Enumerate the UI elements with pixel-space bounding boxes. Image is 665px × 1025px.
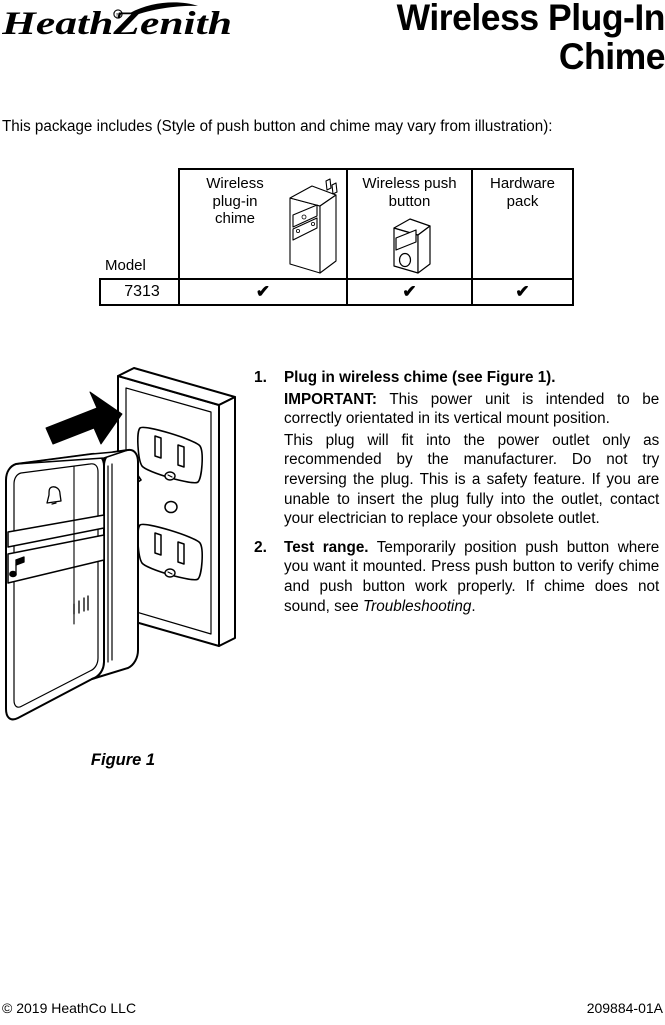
header-label-wireless-push-button: Wireless push button — [362, 175, 457, 210]
header-cell-hardware-pack: Hardware pack — [471, 168, 574, 280]
wireless-plug-in-chime-illustration — [289, 178, 338, 274]
duplex-receptacle-upper — [137, 426, 203, 484]
page-header: HeathZenith R Wireless Plug-In Chime — [0, 0, 665, 100]
registered-trademark-icon — [113, 9, 123, 19]
header-cell-wireless-push-button: Wireless push button — [346, 168, 473, 280]
cell-check-chime: ✔ — [178, 278, 348, 306]
copyright-notice: © 2019 HeathCo LLC — [2, 1000, 137, 1016]
step-2-paragraph-1: Test range. Temporarily position push bu… — [284, 538, 659, 616]
header-cell-model: Model — [100, 169, 179, 279]
step-2-paragraph-1-text: Temporarily position push button where y… — [284, 538, 660, 615]
step-2: 2. Test range. Temporarily position push… — [254, 538, 665, 616]
step-1-paragraph-1-text: This power unit is intended to be correc… — [284, 390, 660, 428]
step-2-paragraph-1-tail: . — [471, 597, 476, 615]
cell-model-number: 7313 — [99, 278, 180, 306]
important-label: IMPORTANT: — [284, 390, 378, 408]
document-number: 209884-01A — [586, 1000, 663, 1016]
page-footer: © 2019 HeathCo LLC 209884-01A — [0, 1000, 665, 1022]
insertion-arrow — [45, 391, 123, 445]
duplex-receptacle-lower — [137, 523, 203, 581]
cell-check-push-button: ✔ — [346, 278, 473, 306]
cell-check-hardware: ✔ — [471, 278, 574, 306]
heath-zenith-logo-svg: HeathZenith R — [1, 2, 232, 42]
svg-text:R: R — [116, 13, 120, 19]
includes-table-element: Model Wireless plug-in chime — [99, 168, 574, 306]
step-1-paragraph-1: IMPORTANT: This power unit is intended t… — [284, 390, 659, 429]
figure-caption: Figure 1 — [90, 750, 156, 769]
page-title: Wireless Plug-In Chime — [281, 0, 665, 76]
brand-logo-text: HeathZenith — [2, 6, 232, 42]
table-header-row: Model Wireless plug-in chime — [100, 168, 574, 280]
package-includes-intro: This package includes (Style of push but… — [2, 118, 553, 135]
bell-icon-on-chime — [46, 486, 62, 505]
table-row: 7313 ✔ ✔ ✔ — [99, 278, 574, 306]
header-label-hardware-pack: Hardware pack — [489, 175, 556, 210]
model-column-label: Model — [105, 257, 146, 274]
page-title-line-1: Wireless Plug-In — [396, 0, 665, 38]
step-1-number: 1. — [254, 369, 267, 386]
step-1-heading: Plug in wireless chime (see Figure 1). — [284, 369, 556, 386]
outlet-center-screw — [164, 500, 178, 514]
test-range-label: Test range. — [284, 538, 369, 556]
package-includes-table: Model Wireless plug-in chime — [99, 168, 574, 306]
step-2-number: 2. — [254, 538, 267, 556]
step-1: 1. Plug in wireless chime (see Figure 1)… — [254, 368, 665, 529]
volume-icon-on-chime — [73, 595, 89, 615]
step-1-paragraph-2: This plug will fit into the power outlet… — [284, 431, 660, 528]
instruction-steps: 1. Plug in wireless chime (see Figure 1)… — [254, 368, 665, 625]
header-cell-wireless-plug-in-chime: Wireless plug-in chime — [178, 168, 348, 280]
wireless-push-button-illustration — [392, 218, 431, 274]
troubleshooting-reference: Troubleshooting — [362, 597, 472, 615]
figure-1: Figure 1 — [0, 362, 246, 782]
plug-in-chime-body — [5, 448, 139, 721]
page-title-line-2: Chime — [558, 36, 665, 77]
header-label-wireless-plug-in-chime: Wireless plug-in chime — [206, 175, 264, 227]
plug-in-chime-into-wall-outlet-illustration — [5, 367, 236, 721]
music-note-icon-on-chime — [9, 556, 25, 578]
brand-logo: HeathZenith R — [1, 2, 252, 42]
